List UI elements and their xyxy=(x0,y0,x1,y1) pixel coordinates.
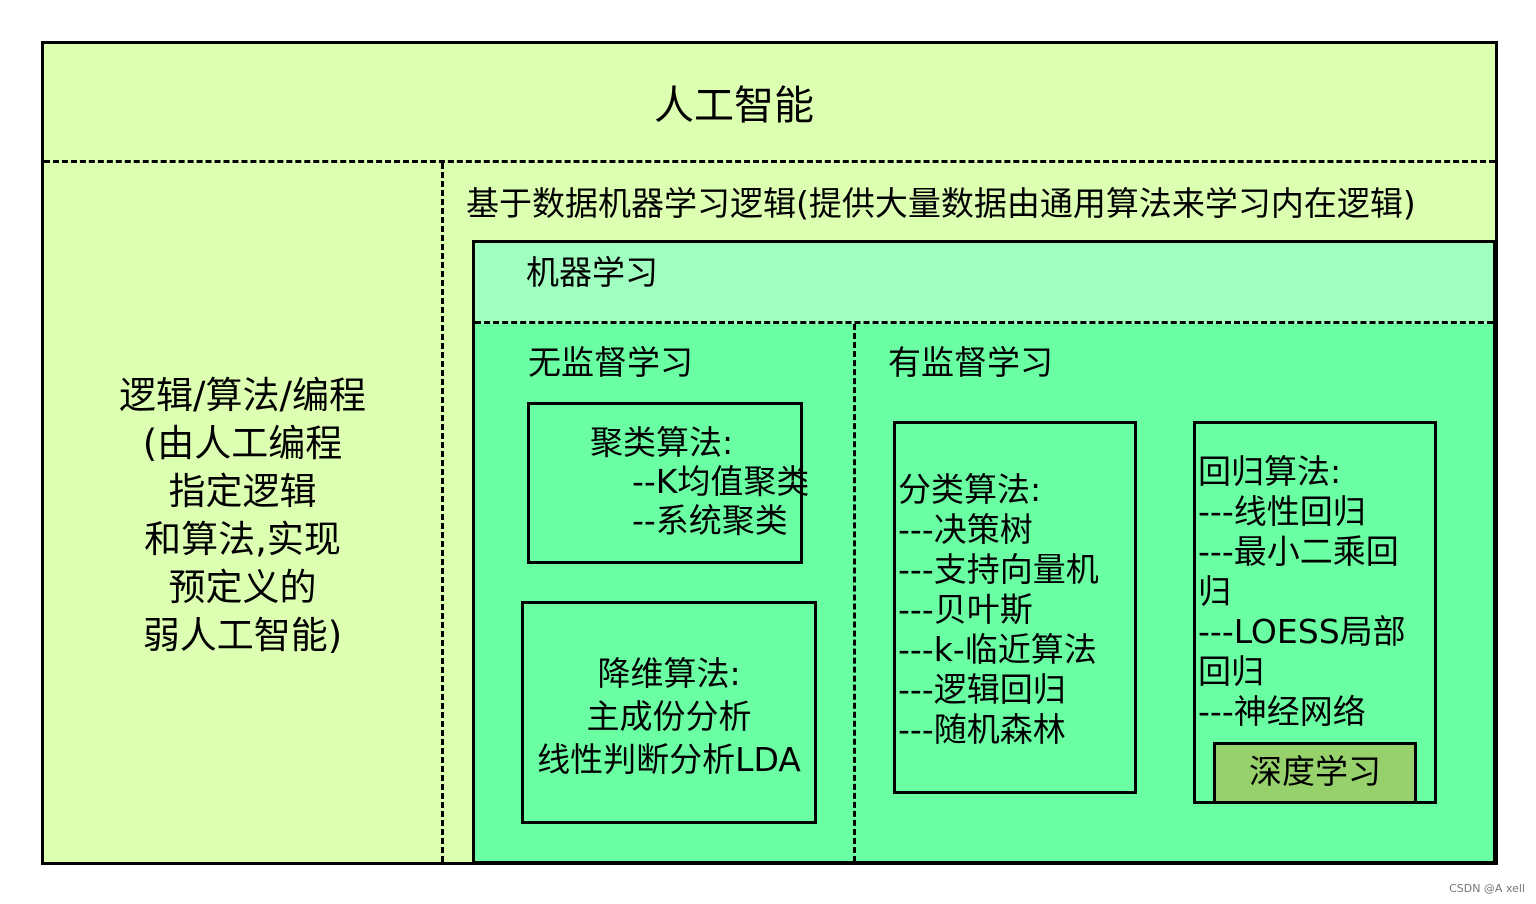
classification-line: ---贝叶斯 xyxy=(898,590,1033,629)
supervised-title: 有监督学习 xyxy=(888,343,1053,382)
classification-line: ---逻辑回归 xyxy=(898,670,1066,709)
logic-line: 弱人工智能) xyxy=(142,614,343,657)
regression-text: 回归算法: ---线性回归 ---最小二乘回 归 ---LOESS局部 回归 -… xyxy=(1198,452,1434,742)
classification-line: ---k-临近算法 xyxy=(898,630,1097,669)
deep-learning-label: 深度学习 xyxy=(1249,752,1381,791)
outer-frame xyxy=(41,41,1498,865)
deep-learning-box xyxy=(1213,742,1417,804)
regression-line: ---神经网络 xyxy=(1198,692,1366,731)
clustering-line: 聚类算法: xyxy=(590,423,734,462)
dimension-reduction-line: 主成份分析 xyxy=(586,697,752,736)
classification-line: 分类算法: xyxy=(898,470,1042,509)
classification-line: ---决策树 xyxy=(898,510,1033,549)
ai-title-band xyxy=(44,44,1495,163)
classification-box xyxy=(893,421,1137,794)
unsupervised-divider xyxy=(853,324,856,862)
classification-line: ---随机森林 xyxy=(898,710,1066,749)
regression-line: ---最小二乘回 xyxy=(1198,532,1399,571)
regression-line: 归 xyxy=(1198,572,1231,611)
dimension-reduction-text: 降维算法: 主成份分析 线性判断分析LDA xyxy=(524,652,814,782)
dimension-reduction-line: 线性判断分析LDA xyxy=(537,740,801,779)
logic-line: 指定逻辑 xyxy=(168,470,317,513)
logic-line: 逻辑/算法/编程 xyxy=(119,374,366,417)
ai-title: 人工智能 xyxy=(654,83,814,129)
regression-line: 回归算法: xyxy=(1198,452,1342,491)
data-learning-title: 基于数据机器学习逻辑(提供大量数据由通用算法来学习内在逻辑) xyxy=(466,184,1416,223)
logic-line: (由人工编程 xyxy=(142,422,343,465)
clustering-text: 聚类算法: --K均值聚类 --系统聚类 xyxy=(530,423,810,553)
regression-line: ---线性回归 xyxy=(1198,492,1366,531)
regression-box xyxy=(1193,421,1437,804)
regression-line: 回归 xyxy=(1198,652,1264,691)
logic-line: 预定义的 xyxy=(168,566,317,609)
clustering-line: --K均值聚类 xyxy=(590,462,810,501)
machine-learning-header xyxy=(475,243,1493,324)
logic-programming-panel xyxy=(44,163,444,862)
logic-line: 和算法,实现 xyxy=(144,518,341,561)
classification-line: ---支持向量机 xyxy=(898,550,1099,589)
machine-learning-title: 机器学习 xyxy=(526,253,658,292)
clustering-line: --系统聚类 xyxy=(590,501,788,540)
regression-line: ---LOESS局部 xyxy=(1198,612,1406,651)
classification-text: 分类算法: ---决策树 ---支持向量机 ---贝叶斯 ---k-临近算法 -… xyxy=(898,470,1134,760)
watermark: CSDN @A xell xyxy=(1449,882,1525,895)
dimension-reduction-line: 降维算法: xyxy=(597,654,741,693)
clustering-box xyxy=(527,402,803,564)
dimension-reduction-box xyxy=(521,601,817,824)
logic-programming-text: 逻辑/算法/编程 (由人工编程 指定逻辑 和算法,实现 预定义的 弱人工智能) xyxy=(44,372,441,662)
unsupervised-title: 无监督学习 xyxy=(528,343,693,382)
